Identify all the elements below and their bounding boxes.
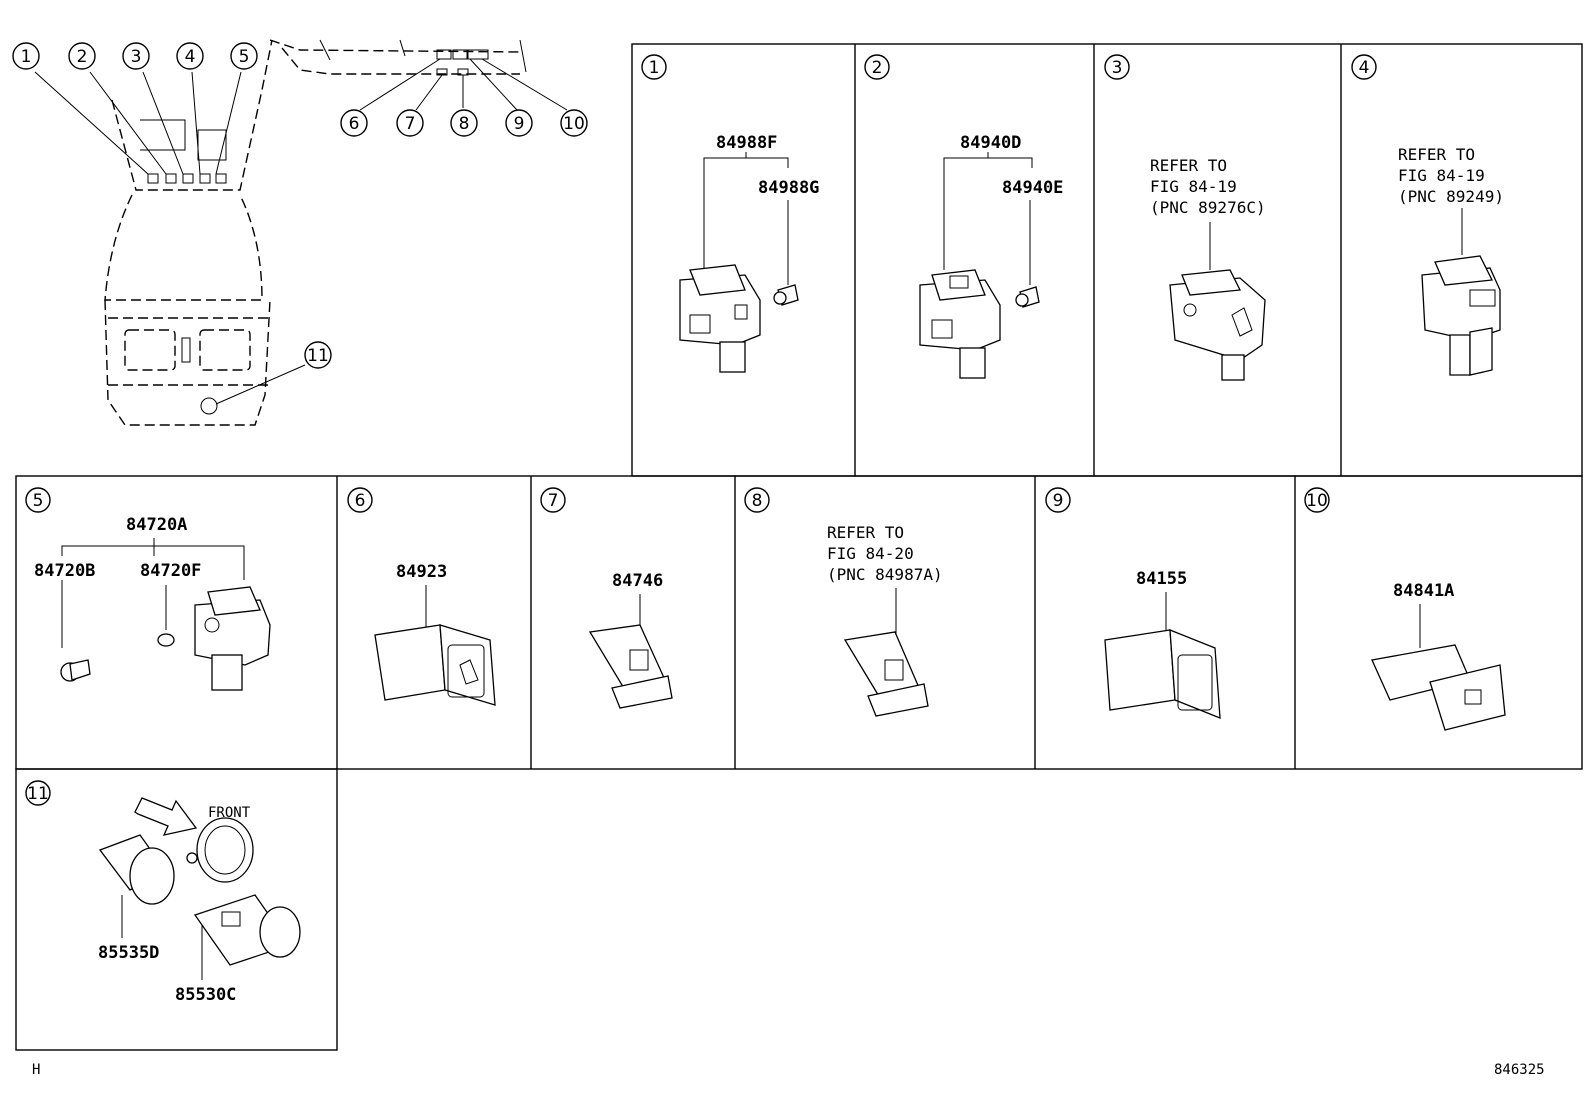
part-number-84940E: 84940E xyxy=(1002,178,1063,198)
callout-8: 8 xyxy=(450,109,478,137)
svg-text:8: 8 xyxy=(459,114,470,134)
clip-84720B-icon xyxy=(60,659,91,682)
svg-text:FIG 84-20: FIG 84-20 xyxy=(827,544,914,563)
svg-text:1: 1 xyxy=(649,58,660,78)
part-number-84923: 84923 xyxy=(396,562,447,582)
svg-text:9: 9 xyxy=(514,114,525,134)
svg-text:FIG 84-19: FIG 84-19 xyxy=(1398,166,1485,185)
panel-6: 6 84923 xyxy=(347,487,496,706)
svg-text:3: 3 xyxy=(131,47,142,67)
svg-text:REFER TO: REFER TO xyxy=(827,523,904,542)
part-number-84988F: 84988F xyxy=(716,133,777,153)
panel-10: 10 84841A xyxy=(1304,487,1506,731)
callout-2: 2 xyxy=(68,42,96,70)
switch-84987A-icon xyxy=(843,631,929,717)
seat-heater-switch-84923-icon xyxy=(374,624,496,706)
panel-8: 8 REFER TO FIG 84-20 (PNC 84987A) xyxy=(744,487,943,717)
switch-84940D-icon xyxy=(919,269,1001,379)
part-number-85535D: 85535D xyxy=(98,943,159,963)
socket-housing-85535D-icon xyxy=(98,817,254,905)
fuel-lid-switch-84841A-icon xyxy=(1371,644,1506,731)
svg-text:REFER TO: REFER TO xyxy=(1150,156,1227,175)
front-label: FRONT xyxy=(208,805,251,821)
svg-text:(PNC 84987A): (PNC 84987A) xyxy=(827,565,943,584)
part-number-84155: 84155 xyxy=(1136,569,1187,589)
part-number-84841A: 84841A xyxy=(1393,581,1454,601)
svg-text:11: 11 xyxy=(27,784,49,804)
part-number-84720A: 84720A xyxy=(126,515,187,535)
front-arrow-icon xyxy=(134,797,198,836)
callout-5: 5 xyxy=(230,42,258,70)
panel-5: 5 84720A 84720B 84720F xyxy=(25,487,271,691)
callout-11: 11 xyxy=(304,341,332,369)
svg-text:11: 11 xyxy=(307,346,329,366)
svg-text:6: 6 xyxy=(349,114,360,134)
svg-text:(PNC 89249): (PNC 89249) xyxy=(1398,187,1504,206)
callout-10: 10 xyxy=(560,109,588,137)
panel-9: 9 84155 xyxy=(1045,487,1221,719)
svg-text:5: 5 xyxy=(33,491,44,511)
callout-4: 4 xyxy=(176,42,204,70)
switch-84720A-icon xyxy=(194,586,271,691)
callout-1: 1 xyxy=(12,42,40,70)
switch-84155-icon xyxy=(1104,629,1221,719)
svg-text:REFER TO: REFER TO xyxy=(1398,145,1475,164)
svg-text:6: 6 xyxy=(355,491,366,511)
clip-84940E-icon xyxy=(1015,286,1040,308)
part-number-84988G: 84988G xyxy=(758,178,819,198)
svg-text:9: 9 xyxy=(1053,491,1064,511)
panel-2: 2 84940D 84940E xyxy=(864,54,1063,379)
svg-text:7: 7 xyxy=(405,114,416,134)
svg-text:7: 7 xyxy=(548,491,559,511)
footer-left-code: H xyxy=(32,1062,40,1078)
svg-text:4: 4 xyxy=(185,47,196,67)
panel-7: 7 84746 xyxy=(540,487,673,709)
svg-text:10: 10 xyxy=(1306,491,1328,511)
callout-3: 3 xyxy=(122,42,150,70)
cap-84720F-icon xyxy=(157,633,175,647)
panel-1: 1 84988F 84988G xyxy=(641,54,819,373)
part-number-84720B: 84720B xyxy=(34,561,95,581)
callout-9: 9 xyxy=(505,109,533,137)
panel-3: 3 REFER TO FIG 84-19 (PNC 89276C) xyxy=(1104,54,1266,381)
switch-84746-icon xyxy=(588,624,673,709)
part-number-84940D: 84940D xyxy=(960,133,1021,153)
svg-text:(PNC 89276C): (PNC 89276C) xyxy=(1150,198,1266,217)
panel-frames xyxy=(15,43,1583,1051)
svg-text:4: 4 xyxy=(1359,58,1370,78)
svg-text:8: 8 xyxy=(752,491,763,511)
switch-84988F-icon xyxy=(679,264,761,373)
svg-text:1: 1 xyxy=(21,47,32,67)
panel-4: 4 REFER TO FIG 84-19 (PNC 89249) xyxy=(1351,54,1504,376)
part-number-84746: 84746 xyxy=(612,571,663,591)
overview-illustration: 1 2 3 4 5 6 7 8 9 10 11 xyxy=(12,39,588,426)
figure-number: 846325 xyxy=(1494,1062,1545,1078)
clip-84988G-icon xyxy=(773,284,799,306)
callout-6: 6 xyxy=(340,109,368,137)
svg-text:2: 2 xyxy=(77,47,88,67)
callout-7: 7 xyxy=(396,109,424,137)
svg-text:5: 5 xyxy=(239,47,250,67)
switch-89249-icon xyxy=(1421,255,1501,376)
svg-text:10: 10 xyxy=(563,114,585,134)
svg-text:2: 2 xyxy=(872,58,883,78)
switch-89276C-icon xyxy=(1169,269,1266,381)
part-number-84720F: 84720F xyxy=(140,561,201,581)
socket-85530C-icon xyxy=(193,894,301,966)
part-number-85530C: 85530C xyxy=(175,985,236,1005)
svg-text:3: 3 xyxy=(1112,58,1123,78)
panel-11: 11 FRONT 85535D 85530C xyxy=(25,780,301,1005)
svg-text:FIG 84-19: FIG 84-19 xyxy=(1150,177,1237,196)
